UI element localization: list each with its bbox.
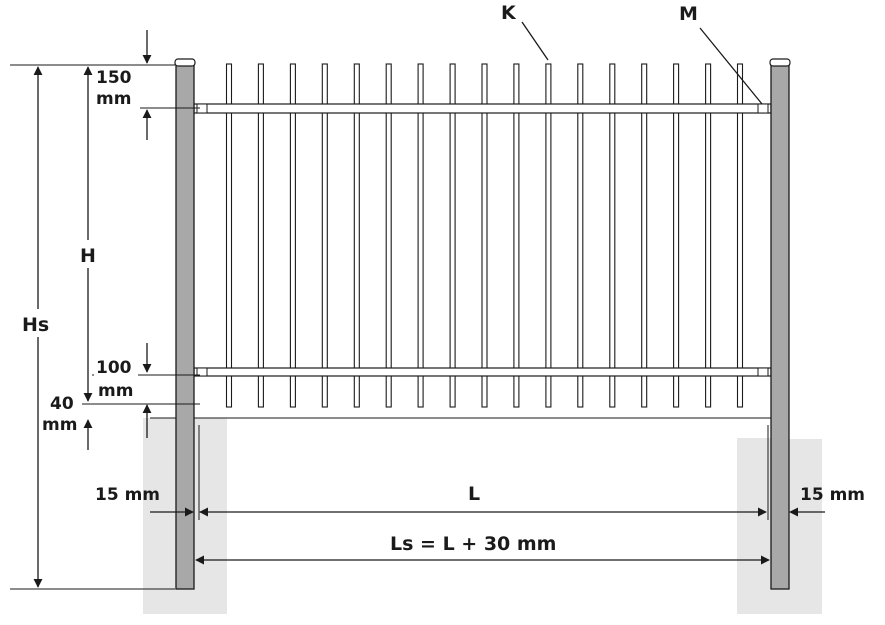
fence-picket	[513, 63, 520, 408]
label-l: L	[468, 483, 480, 505]
rail-bracket-top-right	[757, 103, 769, 114]
label-h: H	[80, 245, 96, 267]
left-post	[175, 64, 195, 590]
label-right-clearance: 15 mm	[800, 485, 865, 505]
ground-gap-label-bg	[42, 392, 82, 432]
fence-picket	[417, 63, 424, 408]
label-ls: Ls = L + 30 mm	[390, 533, 556, 555]
fence-picket	[545, 63, 552, 408]
fence-picket	[641, 63, 648, 408]
right-post-cap	[769, 58, 791, 67]
fence-picket	[225, 63, 233, 408]
fence-picket	[257, 63, 264, 408]
fence-picket	[321, 63, 328, 408]
fence-picket	[577, 63, 584, 408]
label-bottom-rail-unit: mm	[98, 381, 133, 401]
fence-picket	[289, 63, 296, 408]
fence-picket	[385, 63, 392, 408]
label-ground-gap-value: 40	[50, 394, 74, 414]
fence-picket	[353, 63, 360, 408]
label-k: K	[501, 2, 517, 24]
rail-bracket-bottom-right	[757, 367, 769, 377]
fence-picket	[705, 63, 712, 408]
label-left-clearance: 15 mm	[95, 485, 160, 505]
label-ground-gap-unit: mm	[42, 415, 77, 435]
hs-label-bg	[20, 309, 58, 337]
label-m: M	[679, 3, 698, 25]
left-post-cap	[174, 58, 196, 67]
fence-picket	[449, 63, 456, 408]
picket-group	[225, 63, 744, 408]
bottom-rail-label-bg	[94, 357, 138, 399]
fence-picket	[673, 63, 680, 408]
fence-picket	[736, 63, 744, 408]
label-top-gap-unit: mm	[96, 89, 131, 109]
m-leader	[699, 27, 763, 105]
label-hs: Hs	[22, 314, 49, 336]
top-rail	[193, 103, 772, 114]
label-top-gap-value: 150	[96, 68, 132, 88]
fence-picket	[481, 63, 488, 408]
top-gap-label-bg	[94, 66, 148, 106]
k-leader	[521, 21, 549, 61]
bottom-rail	[193, 367, 772, 377]
h-label-bg	[76, 240, 102, 268]
rail-bracket-bottom-left	[196, 367, 208, 377]
right-post	[770, 64, 790, 590]
label-bottom-rail-value: 100	[96, 358, 132, 378]
fence-picket	[609, 63, 616, 408]
